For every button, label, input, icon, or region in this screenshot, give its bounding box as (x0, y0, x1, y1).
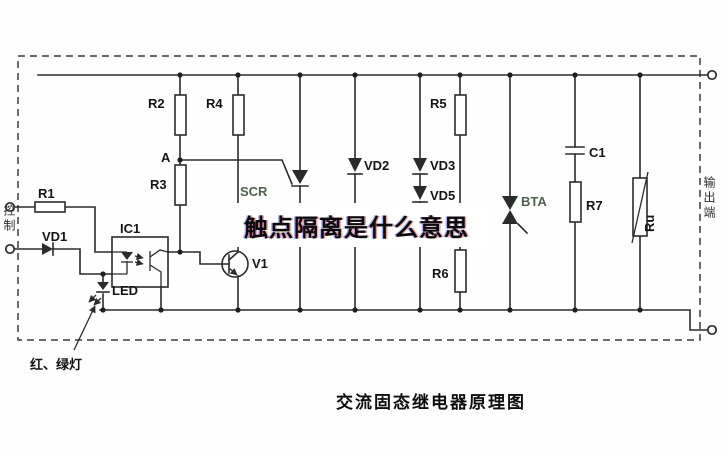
optocoupler-ic1 (111, 236, 169, 288)
diode-vd2 (347, 158, 363, 175)
control-terminal-top (4, 201, 16, 213)
diagram-caption: 交流固态继电器原理图 (336, 393, 526, 412)
control-terminal-bottom (4, 243, 16, 255)
thyristor-scr (291, 170, 309, 187)
triac-bta (502, 196, 518, 224)
label-r4: R4 (206, 96, 223, 111)
input-output-terminals (4, 69, 718, 336)
label-bta: BTA (521, 194, 547, 209)
control-side-label: 控制 (2, 204, 16, 234)
label-r2: R2 (148, 96, 165, 111)
resistor-r6 (454, 249, 467, 293)
resistor-r5 (454, 94, 467, 136)
label-c1: C1 (589, 145, 606, 160)
label-ic1: IC1 (120, 221, 140, 236)
component-labels: R1 R2 R3 R4 R5 R6 R7 VD1 VD2 VD3 VD5 IC1… (38, 96, 657, 298)
label-node-a: A (161, 150, 171, 165)
label-vd1: VD1 (42, 229, 67, 244)
output-terminal-top (706, 69, 718, 81)
resistor-r7 (569, 181, 582, 223)
label-r7: R7 (586, 198, 603, 213)
red-green-light-arrow (73, 305, 96, 351)
transistor-v1 (221, 250, 249, 311)
label-led: LED (112, 283, 138, 298)
label-r6: R6 (432, 266, 449, 281)
red-green-light-label: 红、绿灯 (30, 357, 83, 372)
label-vd3: VD3 (430, 158, 455, 173)
resistor-r3 (174, 164, 187, 206)
label-ru: Ru (642, 215, 657, 232)
label-v1: V1 (252, 256, 268, 271)
output-side-label: 输出端 (702, 176, 716, 221)
resistors (34, 94, 582, 293)
capacitor-c1 (565, 146, 585, 155)
junction-dots (100, 72, 643, 313)
resistor-r4 (232, 94, 245, 136)
output-terminal-bottom (706, 324, 718, 336)
label-r1: R1 (38, 186, 55, 201)
label-vd2: VD2 (364, 158, 389, 173)
indicator-led (88, 282, 110, 306)
varistor-ru (631, 171, 649, 244)
label-r3: R3 (150, 177, 167, 192)
diode-vd3 (412, 158, 428, 175)
resistor-r2 (174, 94, 187, 136)
label-r5: R5 (430, 96, 447, 111)
watermark-overlay: 触点隔离是什么意思 (236, 203, 492, 247)
label-scr: SCR (240, 184, 268, 199)
watermark-text: 触点隔离是什么意思 (244, 214, 469, 242)
label-vd5: VD5 (430, 188, 455, 203)
relay-enclosure-dashed-border (17, 55, 701, 341)
diode-vd5 (412, 186, 428, 203)
resistor-r1 (34, 201, 66, 213)
diode-vd1 (42, 242, 54, 256)
